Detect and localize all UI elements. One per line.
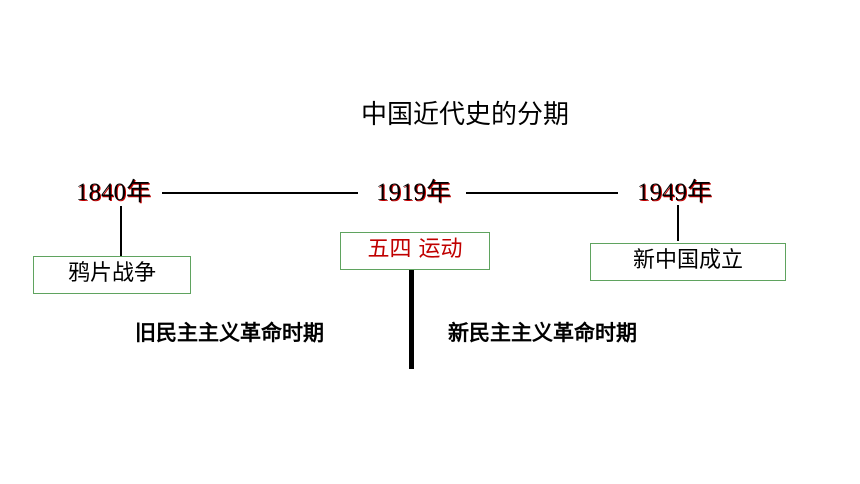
timeline-segment-1919-1949	[466, 192, 618, 194]
year-label-1840: 1840年	[76, 179, 152, 206]
period-label-old-democratic: 旧民主主义革命时期	[135, 321, 324, 345]
period-divider	[409, 254, 414, 369]
timeline-segment-1840-1919	[162, 192, 358, 194]
connector-1949	[677, 205, 679, 241]
event-box-opium-war: 鸦片战争	[33, 256, 191, 294]
period-label-new-democratic: 新民主主义革命时期	[448, 321, 637, 345]
event-box-new-china: 新中国成立	[590, 243, 786, 281]
event-box-may-fourth: 五四 运动	[340, 232, 490, 270]
connector-1840	[120, 206, 122, 256]
year-label-1949: 1949年	[637, 179, 713, 206]
diagram-title: 中国近代史的分期	[360, 100, 569, 130]
year-label-1919: 1919年	[376, 179, 452, 206]
